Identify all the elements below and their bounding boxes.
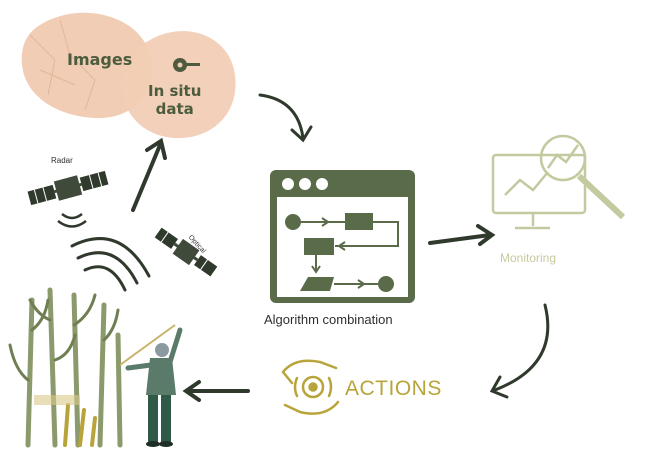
- arrow-to-monitoring: [428, 224, 496, 246]
- radar-signal-icon: [57, 212, 87, 228]
- images-bubble: [21, 12, 152, 119]
- in-situ-line1: In situ: [148, 82, 202, 100]
- crop-plants-icon: [8, 287, 123, 448]
- farmer-icon: [119, 324, 183, 447]
- arrow-to-data: [131, 137, 167, 212]
- arrow-to-field: [182, 380, 250, 402]
- images-label: Images: [67, 50, 133, 69]
- tape-measure-icon: [173, 58, 200, 72]
- arrow-to-actions: [489, 303, 550, 399]
- signal-waves-icon: [70, 237, 151, 292]
- algorithm-window-icon: [270, 170, 415, 303]
- radar-satellite-icon: [27, 170, 109, 206]
- algorithm-label: Algorithm combination: [264, 312, 393, 327]
- in-situ-bubble: [121, 31, 236, 139]
- in-situ-line2: data: [155, 100, 194, 118]
- arrow-to-algorithm: [258, 93, 313, 143]
- in-situ-label: In situ data: [148, 82, 201, 118]
- hands-gear-icon: [281, 359, 340, 415]
- optical-satellite-icon: [154, 227, 218, 277]
- radar-label: Radar: [51, 156, 73, 165]
- monitor-magnifier-icon: [491, 134, 626, 230]
- actions-label: ACTIONS: [345, 377, 442, 400]
- monitoring-label: Monitoring: [500, 251, 557, 265]
